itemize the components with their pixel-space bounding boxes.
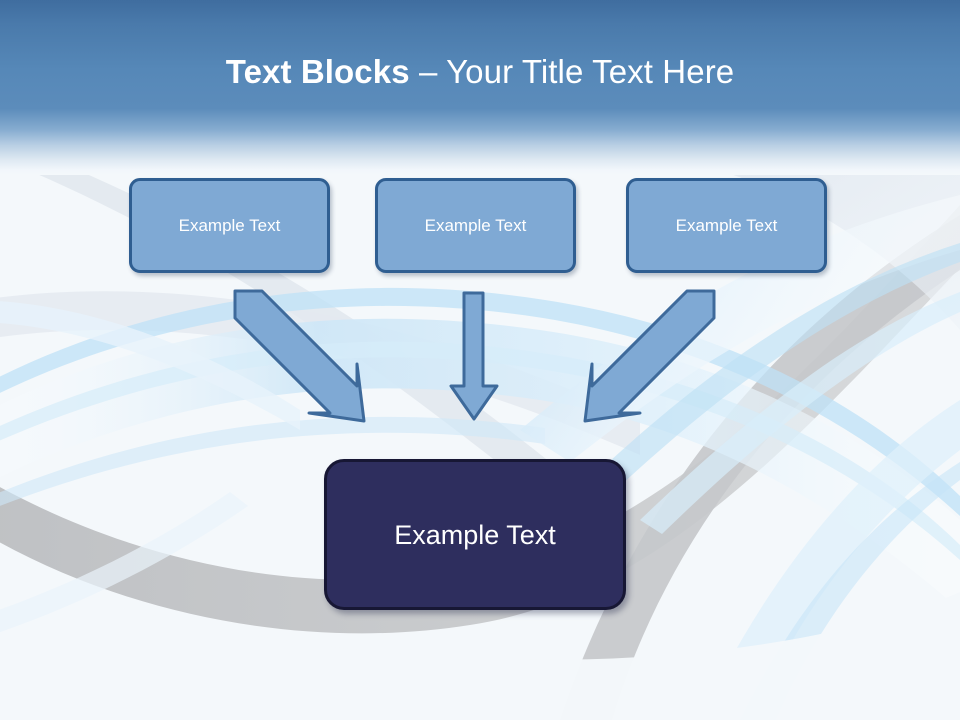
wave-blue-left-2 <box>0 492 248 633</box>
page-title: Text Blocks – Your Title Text Here <box>0 52 960 92</box>
wave-blue-right-4 <box>700 400 960 720</box>
wave-blue-right-3 <box>640 292 960 534</box>
text-block-1-label: Example Text <box>178 215 281 235</box>
text-block-2-label: Example Text <box>424 215 527 235</box>
text-block-summary-label: Example Text <box>394 519 556 550</box>
text-block-2[interactable]: Example Text <box>375 178 576 273</box>
text-block-summary[interactable]: Example Text <box>324 459 626 610</box>
page-title-regular: Your Title Text Here <box>446 53 735 90</box>
header-band <box>0 0 960 175</box>
text-block-3[interactable]: Example Text <box>626 178 827 273</box>
wave-gray-right <box>560 215 960 720</box>
wave-blue-left-1 <box>0 301 300 430</box>
text-block-1[interactable]: Example Text <box>129 178 330 273</box>
text-block-3-label: Example Text <box>675 215 778 235</box>
wave-blue-right-2 <box>600 243 960 486</box>
wave-white-bottom <box>0 570 960 720</box>
page-title-bold: Text Blocks <box>225 53 419 90</box>
wave-blue-line-3 <box>0 416 545 506</box>
page-title-separator: – <box>418 53 447 90</box>
wave-gray-corner <box>700 165 960 330</box>
